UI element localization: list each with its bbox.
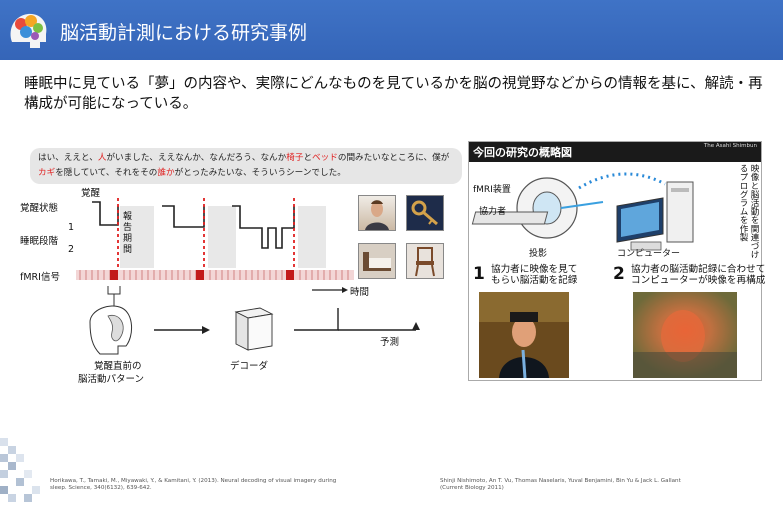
fmri-signal-label: fMRI信号 [20,272,60,283]
sleep-stage-label: 睡眠段階 [20,236,59,247]
sleep-decoding-figure: はい、ええと、人がいました、ええなんか、なんだろう、なんか椅子とベッドの間みたい… [20,140,462,400]
reference-left-line1: Horikawa, T., Tamaki, M., Miyawaki, Y., … [50,478,337,484]
page-title: 脳活動計測における研究事例 [60,22,308,44]
lead-text: 睡眠中に見ている「夢」の内容や、実際にどんなものを見ているかを脳の視覚野などから… [24,76,763,112]
speech-text: がとったみたいな、そういうシーンでした。 [174,168,346,178]
speech-text: を隠していて、それをその [55,168,158,178]
person-thumbnail [358,195,396,231]
fmri-device-label: fMRI装置 [473,185,511,195]
bed-thumbnail [358,243,396,279]
speech-text: と [303,153,313,163]
computer-label: コンピューター [617,249,681,259]
original-video-frame [479,292,569,378]
stage-2-label: 2 [68,244,75,255]
speech-word-key: カギ [38,168,56,178]
awake-marker-label: 覚醒 [81,188,101,199]
speech-text: の間みたいなところに、僕が [337,153,450,163]
speech-word-bed: ベッド [312,153,338,163]
reconstructed-video-frame [633,292,737,378]
speech-word-person: 人 [97,153,107,163]
step-1-line1: 協力者に映像を見て [491,264,578,275]
speech-text: がいました、ええなんか、なんだろう、なんか [106,153,287,163]
stage-1-label: 1 [68,222,75,233]
reference-right: Shinji Nishimoto, An T. Vu, Thomas Nasel… [440,478,681,492]
speech-text: はい、ええと、 [38,153,98,163]
step-1-line2: もらい脳活動を記録 [491,275,578,286]
figure-title: 今回の研究の概略図 [473,146,572,159]
decorative-pixel-pattern [0,438,40,502]
projection-label: 投影 [529,249,548,259]
key-thumbnail [406,195,444,231]
step-2-number: 2 [613,264,625,284]
step-1-number: 1 [473,264,485,284]
reference-left-line2: sleep. Science, 340(6132), 639-642. [50,485,152,491]
step-2-line1: 協力者の脳活動記録に合わせて [631,264,766,275]
reference-right-line1: Shinji Nishimoto, An T. Vu, Thomas Nasel… [440,478,681,484]
title-bar: 脳活動計測における研究事例 [0,0,783,60]
brain-head-icon [10,13,47,48]
figure-credit: The Asahi Shimbun [703,143,757,149]
step-2-line2: コンピューターが映像を再構成 [631,275,766,286]
reference-left: Horikawa, T., Tamaki, M., Miyawaki, Y., … [50,478,336,492]
brain-pattern-label-line1: 覚醒直前の [94,361,142,372]
decoder-label: デコーダ [230,361,269,372]
reference-right-line2: (Current Biology 2011) [440,485,504,491]
figure-header: 今回の研究の概略図 The Asahi Shimbun [469,142,761,162]
report-period-label: 報告期間 [123,212,133,255]
awake-state-label: 覚醒状態 [20,203,59,214]
sleep-stage-diagram [76,198,420,355]
time-axis-label: 時間 [350,287,370,298]
speech-word-chair: 椅子 [286,153,304,163]
step-2-panel: 2 協力者の脳活動記録に合わせて コンピューターが映像を再構成 [609,262,765,380]
predict-label: 予測 [380,337,400,348]
participant-label: 協力者 [479,207,507,217]
step-1-panel: 1 協力者に映像を見て もらい脳活動を記録 [469,262,609,380]
speech-word-someone: 誰か [157,168,175,178]
video-reconstruction-figure: 今回の研究の概略図 The Asahi Shimbun fMRI装置 協力者 投… [468,141,765,381]
brain-pattern-label-line2: 脳活動パターン [78,374,145,385]
chair-thumbnail [406,243,444,279]
program-caption: 映像と脳活動を関連づけるプログラムを作製 [738,164,759,259]
fmri-setup-illustration [469,162,761,262]
dream-report-bubble: はい、ええと、人がいました、ええなんか、なんだろう、なんか椅子とベッドの間みたい… [30,148,462,184]
